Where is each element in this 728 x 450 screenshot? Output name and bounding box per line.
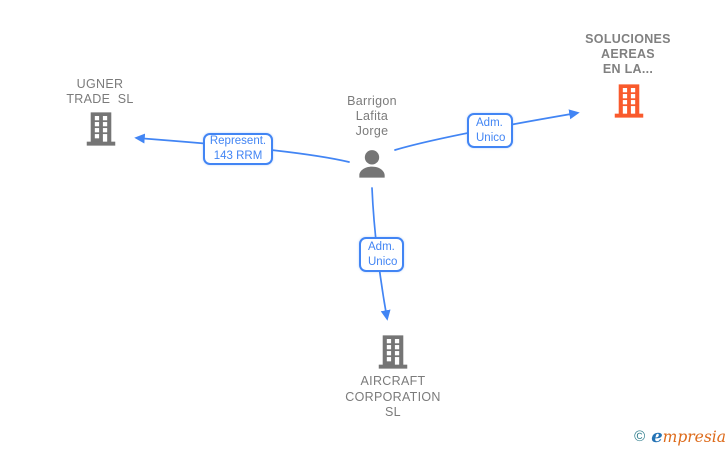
edge-label-line: Adm. <box>476 116 503 129</box>
person-icon[interactable] <box>352 146 392 186</box>
edge-arrow-represent <box>134 133 350 163</box>
empresia-wordmark: empresia <box>651 426 726 447</box>
company-name-line: AEREAS <box>601 47 655 61</box>
company-name-aircraft-corporation-sl: AIRCRAFT CORPORATION SL <box>318 374 468 421</box>
copyright-icon: © <box>634 428 646 445</box>
company-name-soluciones-aereas: SOLUCIONES AEREAS EN LA... <box>558 32 698 77</box>
company-name-line: AIRCRAFT <box>360 374 426 388</box>
edge-label-line: 143 RRM <box>213 150 263 162</box>
edge-label-adm-unico-bottom: Adm. Unico <box>359 237 404 272</box>
person-name-barrigon-lafita-jorge: Barrigon Lafita Jorge <box>307 94 437 139</box>
building-icon-ugner[interactable] <box>82 110 120 148</box>
company-name-line: UGNER <box>76 77 124 91</box>
person-name-line: Lafita <box>355 109 389 123</box>
company-name-line: CORPORATION <box>345 389 441 404</box>
edge-label-represent-143-rrm: Represent. 143 RRM <box>203 133 273 165</box>
edge-label-adm-unico-right: Adm. Unico <box>467 113 513 148</box>
edge-label-line: Adm. <box>368 240 395 253</box>
edge-label-line: Unico <box>368 255 398 268</box>
company-name-ugner-trade-sl: UGNER TRADE SL <box>30 77 170 107</box>
company-name-line: TRADE SL <box>66 92 134 106</box>
edge-label-line: Represent. <box>209 135 267 147</box>
person-name-line: Barrigon <box>347 94 397 108</box>
company-name-line: SOLUCIONES <box>585 32 671 46</box>
company-name-line: SL <box>385 405 401 419</box>
empresia-logo: © empresia <box>634 426 726 447</box>
company-name-line: EN LA... <box>602 62 654 76</box>
building-icon-aircraft[interactable] <box>374 333 412 371</box>
edge-label-line: Unico <box>476 131 506 144</box>
person-name-line: Jorge <box>355 124 389 138</box>
building-icon-soluciones-highlighted[interactable] <box>610 82 648 120</box>
